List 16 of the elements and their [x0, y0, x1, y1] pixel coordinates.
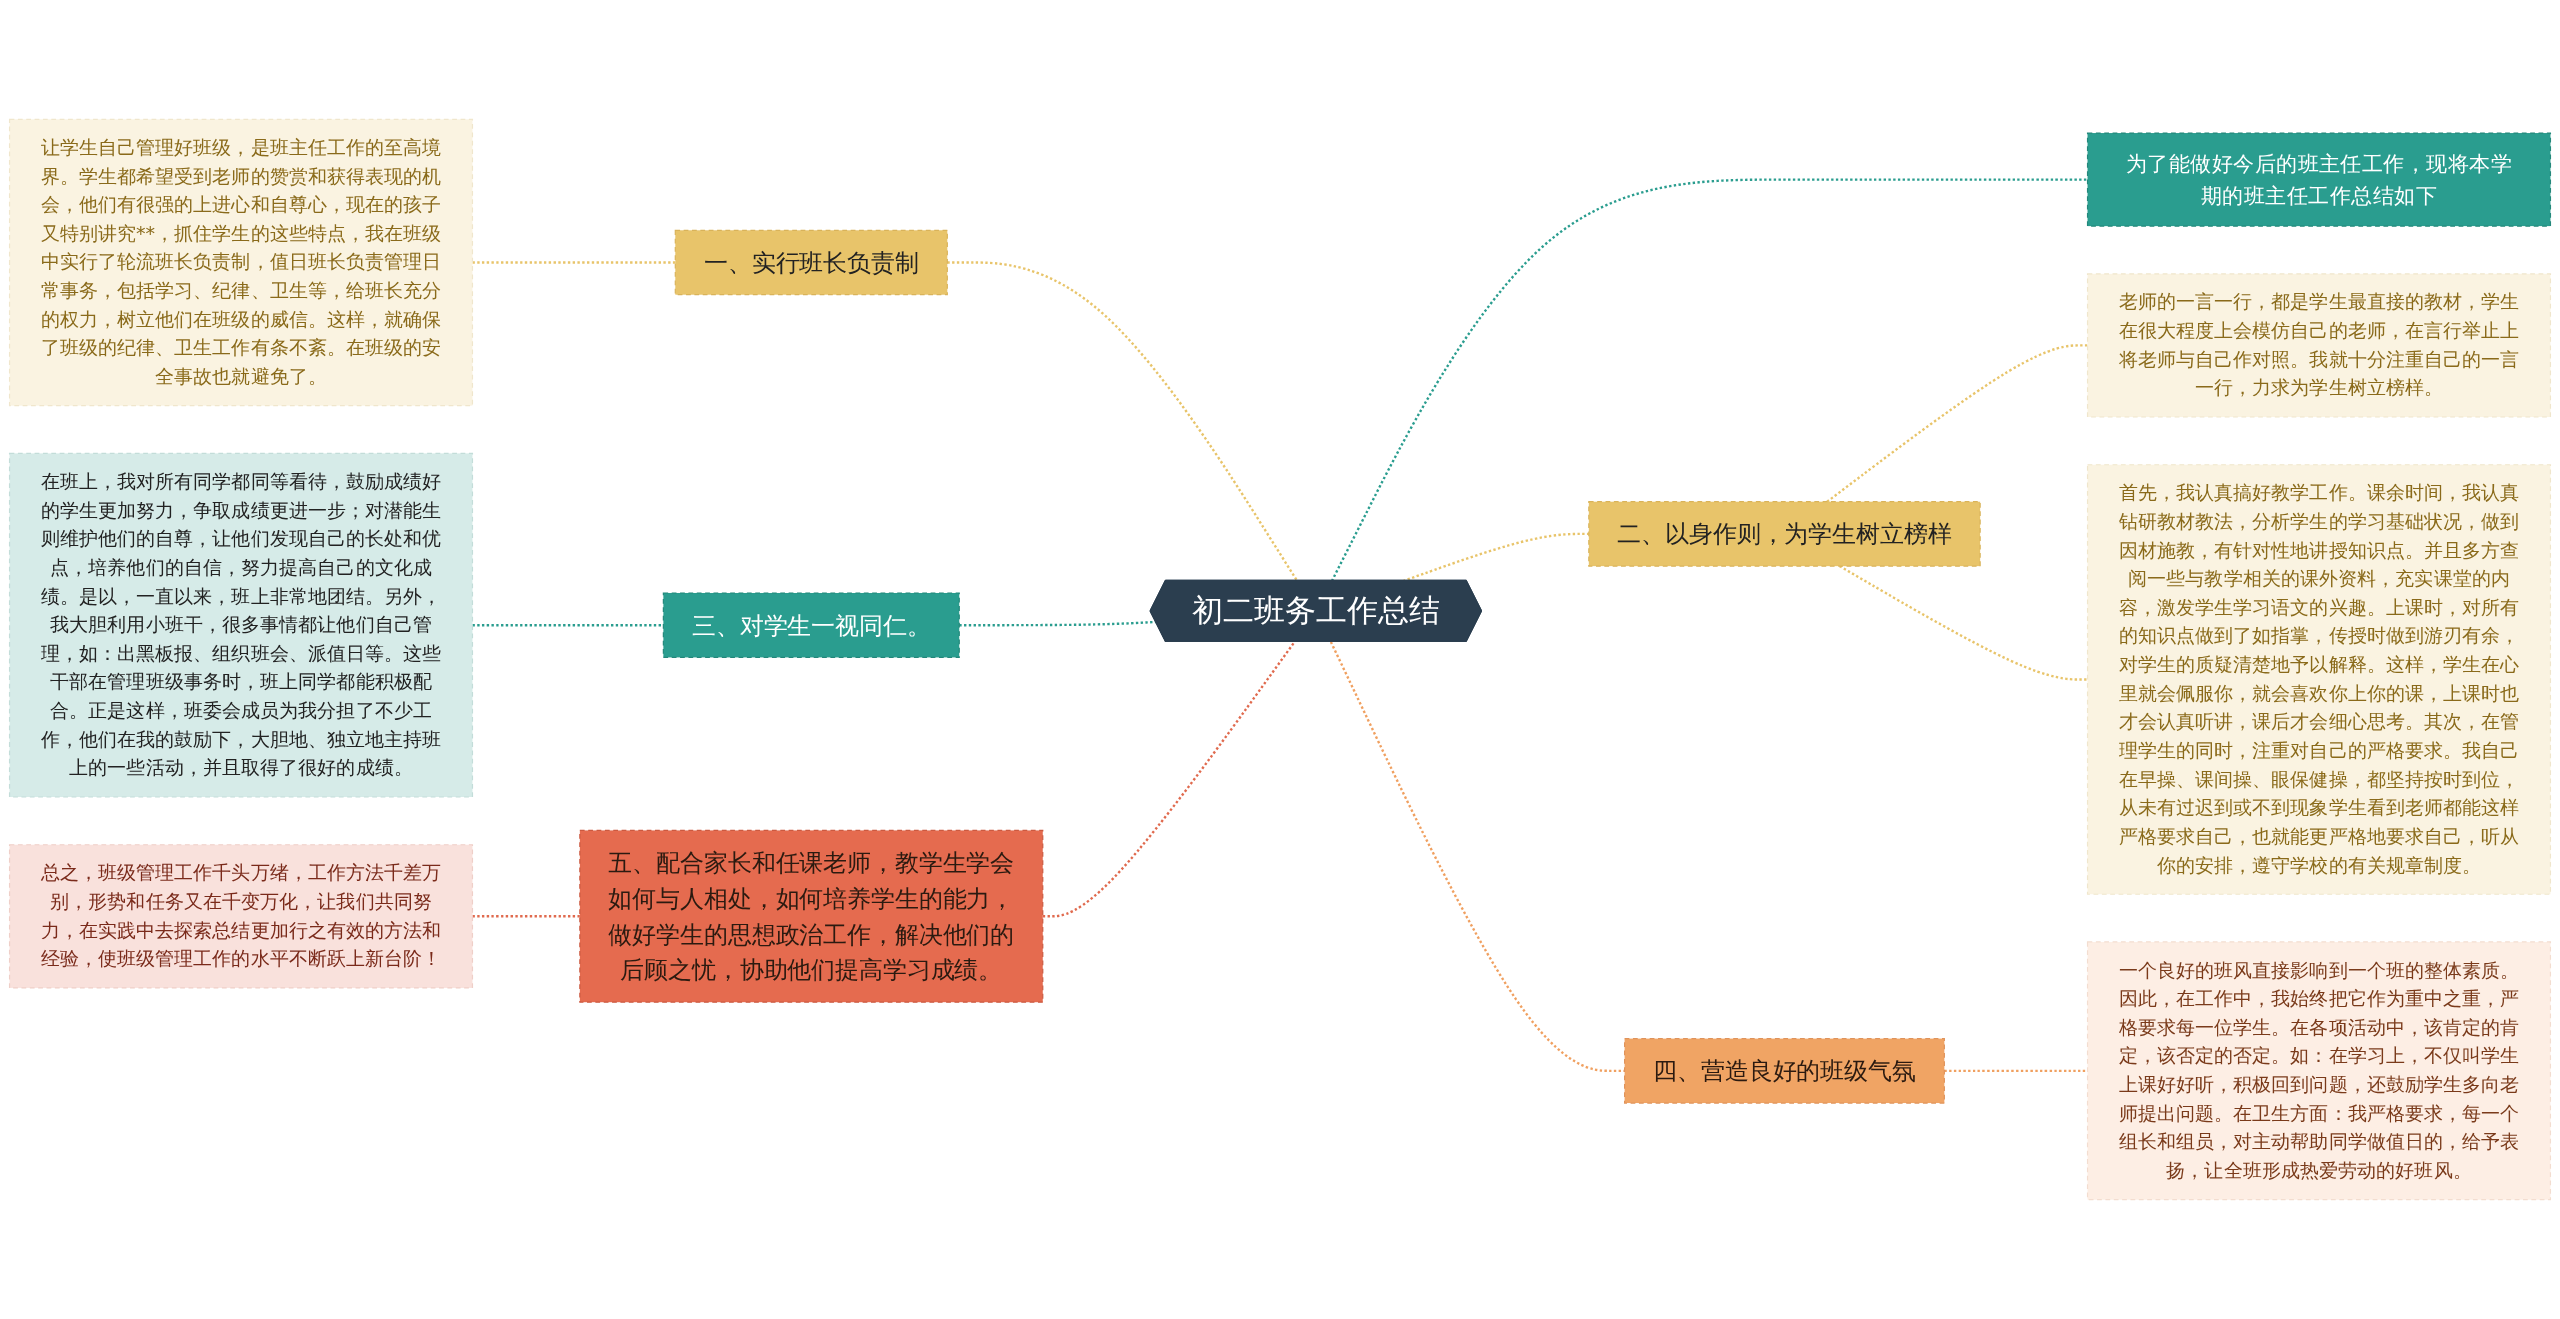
- node-box: 让学生自己管理好班级，是班主任工作的至高境界。学生都希望受到老师的赞赏和获得表现的机会，他们有很强的上进心和自尊心，现在的孩子又特别讲究**，抓住学生的这些特点，我在班级中实行了轮流班长负责制，值日班长负责管理日常事务，包括学习、纪律、卫生等，给班长充分的权力，树立他们在班级的威信。这样，就确保了班级的纪律、卫生工作有条不紊。在班级的安全事故也就避免了。: [8, 118, 474, 407]
- node-box: 老师的一言一行，都是学生最直接的教材，学生在很大程度上会模仿自己的老师，在言行举止上将老师与自己作对照。我就十分注重自己的一言一行，力求为学生树立榜样。: [2086, 273, 2552, 418]
- node-box: 五、配合家长和任课老师，教学生学会如何与人相处，如何培养学生的能力，做好学生的思想政治工作，解决他们的后顾之忧，协助他们提高学习成绩。: [579, 829, 1044, 1003]
- node-box: 首先，我认真搞好教学工作。课余时间，我认真钻研教材教法，分析学生的学习基础状况，做到因材施教，有针对性地讲授知识点。并且多方查阅一些与教学相关的课外资料，充实课堂的内容，激发学生学习语文的兴趣。上课时，对所有的知识点做到了如指掌，传授时做到游刃有余，对学生的质疑清楚地予以解释。这样，学生在心里就会佩服你，就会喜欢你上你的课，上课时也才会认真听讲，课后才会细心思考。其次，在管理学生的同时，注重对自己的严格要求。我自己在早操、课间操、眼保健操，都坚持按时到位，从未有过迟到或不到现象学生看到老师都能这样严格要求自己，也就能更严格地要求自己，听从你的安排，遵守学校的有关规章制度。: [2086, 464, 2552, 895]
- node-box: 三、对学生一视同仁。: [662, 592, 960, 658]
- connector: [1330, 178, 2088, 582]
- connector: [1042, 641, 1296, 918]
- node-box: 总之，班级管理工作千头万绪，工作方法千差万别，形势和任务又在千变万化，让我们共同努力，在实践中去探索总结更加行之有效的方法和经验，使班级管理工作的水平不断跃上新台阶！: [8, 844, 474, 989]
- node-box: 一个良好的班风直接影响到一个班的整体素质。因此，在工作中，我始终把它作为重中之重，严格要求每一位学生。在各项活动中，该肯定的肯定，该否定的否定。如：在学习上，不仅叫学生上课好好听，积极回到问题，还鼓励学生多向老师提出问题。在卫生方面：我严格要求，每一个组长和组员，对主动帮助同学做值日的，给予表扬，让全班形成热爱劳动的好班风。: [2086, 941, 2552, 1201]
- node-box: 一、实行班长负责制: [674, 229, 948, 296]
- node-box: 四、营造良好的班级气氛: [1624, 1038, 1945, 1104]
- connector: [1826, 344, 2088, 503]
- connector: [1839, 565, 2088, 681]
- node-box: 在班上，我对所有同学都同等看待，鼓励成绩好的学生更加努力，争取成绩更进一步；对潜能生则维护他们的自尊，让他们发现自己的长处和优点，培养他们的自信，努力提高自己的文化成绩。是以，一直以来，班上非常地团结。另外，我大胆利用小班干，很多事情都让他们自己管理，如：出黑板报、组织班会、派值日等。这些干部在管理班级事务时，班上同学都能积极配合。正是这样，班委会成员为我分担了不少工作，他们在我的鼓励下，大胆地、独立地主持班上的一些活动，并且取得了很好的成绩。: [8, 452, 474, 798]
- node-box: 为了能做好今后的班主任工作，现将本学期的班主任工作总结如下: [2086, 132, 2552, 227]
- node-box: 二、以身作则，为学生树立榜样: [1588, 501, 1981, 567]
